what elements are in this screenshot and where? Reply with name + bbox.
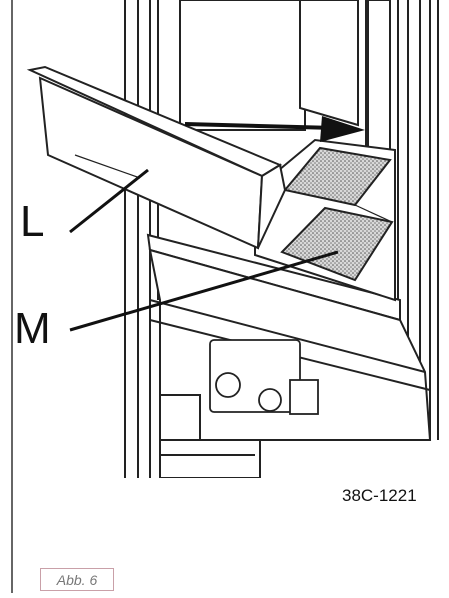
front-cover-panel <box>26 65 287 250</box>
callout-label-l: L <box>20 197 45 246</box>
caption-box: Abb. 6 <box>40 568 114 591</box>
leader-line-m <box>69 250 339 332</box>
callout-label-m: M <box>14 304 51 353</box>
leader-line-l <box>69 168 149 234</box>
figure-code: 38C-1221 <box>342 486 417 505</box>
figure-bottom-mask <box>120 478 449 593</box>
figure-caption: Abb. 6 <box>56 572 98 588</box>
insert-arrow <box>184 116 365 142</box>
control-knobs <box>209 339 319 415</box>
filter-mat-upper <box>283 146 392 207</box>
lower-bracket <box>159 394 261 479</box>
insert-tray <box>254 138 396 302</box>
